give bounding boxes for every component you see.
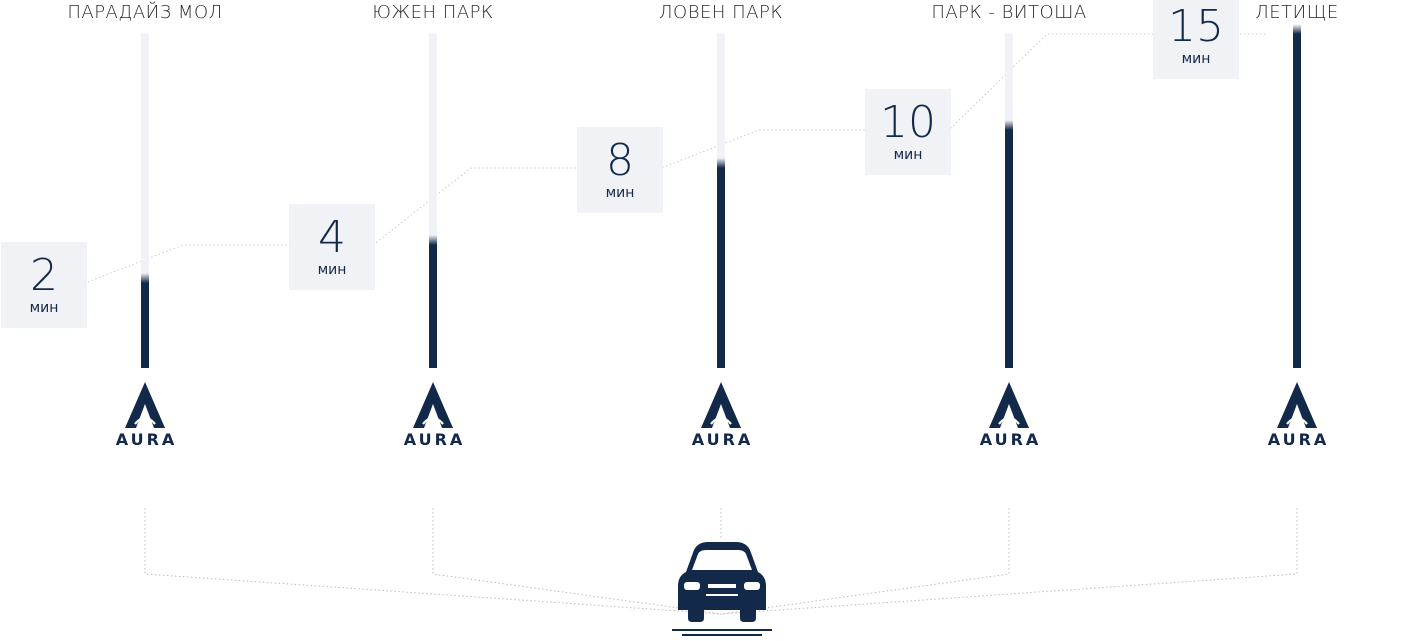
destination-label: ПАРК - ВИТОША [931, 2, 1087, 23]
aura-logo: AURA [974, 382, 1044, 454]
time-value: 10 [880, 97, 936, 148]
time-bar [1005, 120, 1013, 368]
time-bar-track [429, 34, 437, 368]
time-bar [141, 273, 149, 368]
time-value: 15 [1168, 1, 1224, 52]
time-bar-track [717, 34, 725, 368]
aura-a-logo-icon [989, 382, 1029, 428]
brand-wordmark: AURA [115, 430, 178, 449]
aura-a-logo-icon [413, 382, 453, 428]
aura-logo: AURA [110, 382, 180, 454]
destination-label: ЛОВЕН ПАРК [659, 2, 783, 23]
time-unit: мин [317, 262, 347, 278]
destination-label: ЮЖЕН ПАРК [372, 2, 494, 23]
aura-a-logo-icon [1277, 382, 1317, 428]
time-value: 2 [30, 250, 58, 301]
time-bar [1293, 24, 1301, 368]
time-value: 8 [606, 135, 634, 186]
aura-logo: AURA [1262, 382, 1332, 454]
aura-logo: AURA [686, 382, 756, 454]
time-unit: мин [29, 300, 59, 316]
aura-a-logo-icon [701, 382, 741, 428]
brand-wordmark: AURA [1267, 430, 1330, 449]
time-unit: мин [893, 147, 923, 163]
destination-label: ЛЕТИЩЕ [1255, 2, 1339, 23]
time-value: 4 [318, 212, 346, 263]
route-line [432, 508, 723, 615]
time-bar-track [141, 34, 149, 368]
time-bar-track [1293, 24, 1301, 368]
destination-label: ПАРАДАЙЗ МОЛ [67, 2, 223, 23]
step-connector-line [84, 33, 1267, 284]
time-bar-track [1005, 34, 1013, 368]
brand-wordmark: AURA [403, 430, 466, 449]
brand-wordmark: AURA [979, 430, 1042, 449]
aura-logo: AURA [398, 382, 468, 454]
time-bar [717, 158, 725, 368]
time-bar [429, 235, 437, 368]
aura-a-logo-icon [125, 382, 165, 428]
time-unit: мин [1181, 51, 1211, 67]
car-icon [670, 540, 774, 636]
brand-wordmark: AURA [691, 430, 754, 449]
time-unit: мин [605, 185, 635, 201]
